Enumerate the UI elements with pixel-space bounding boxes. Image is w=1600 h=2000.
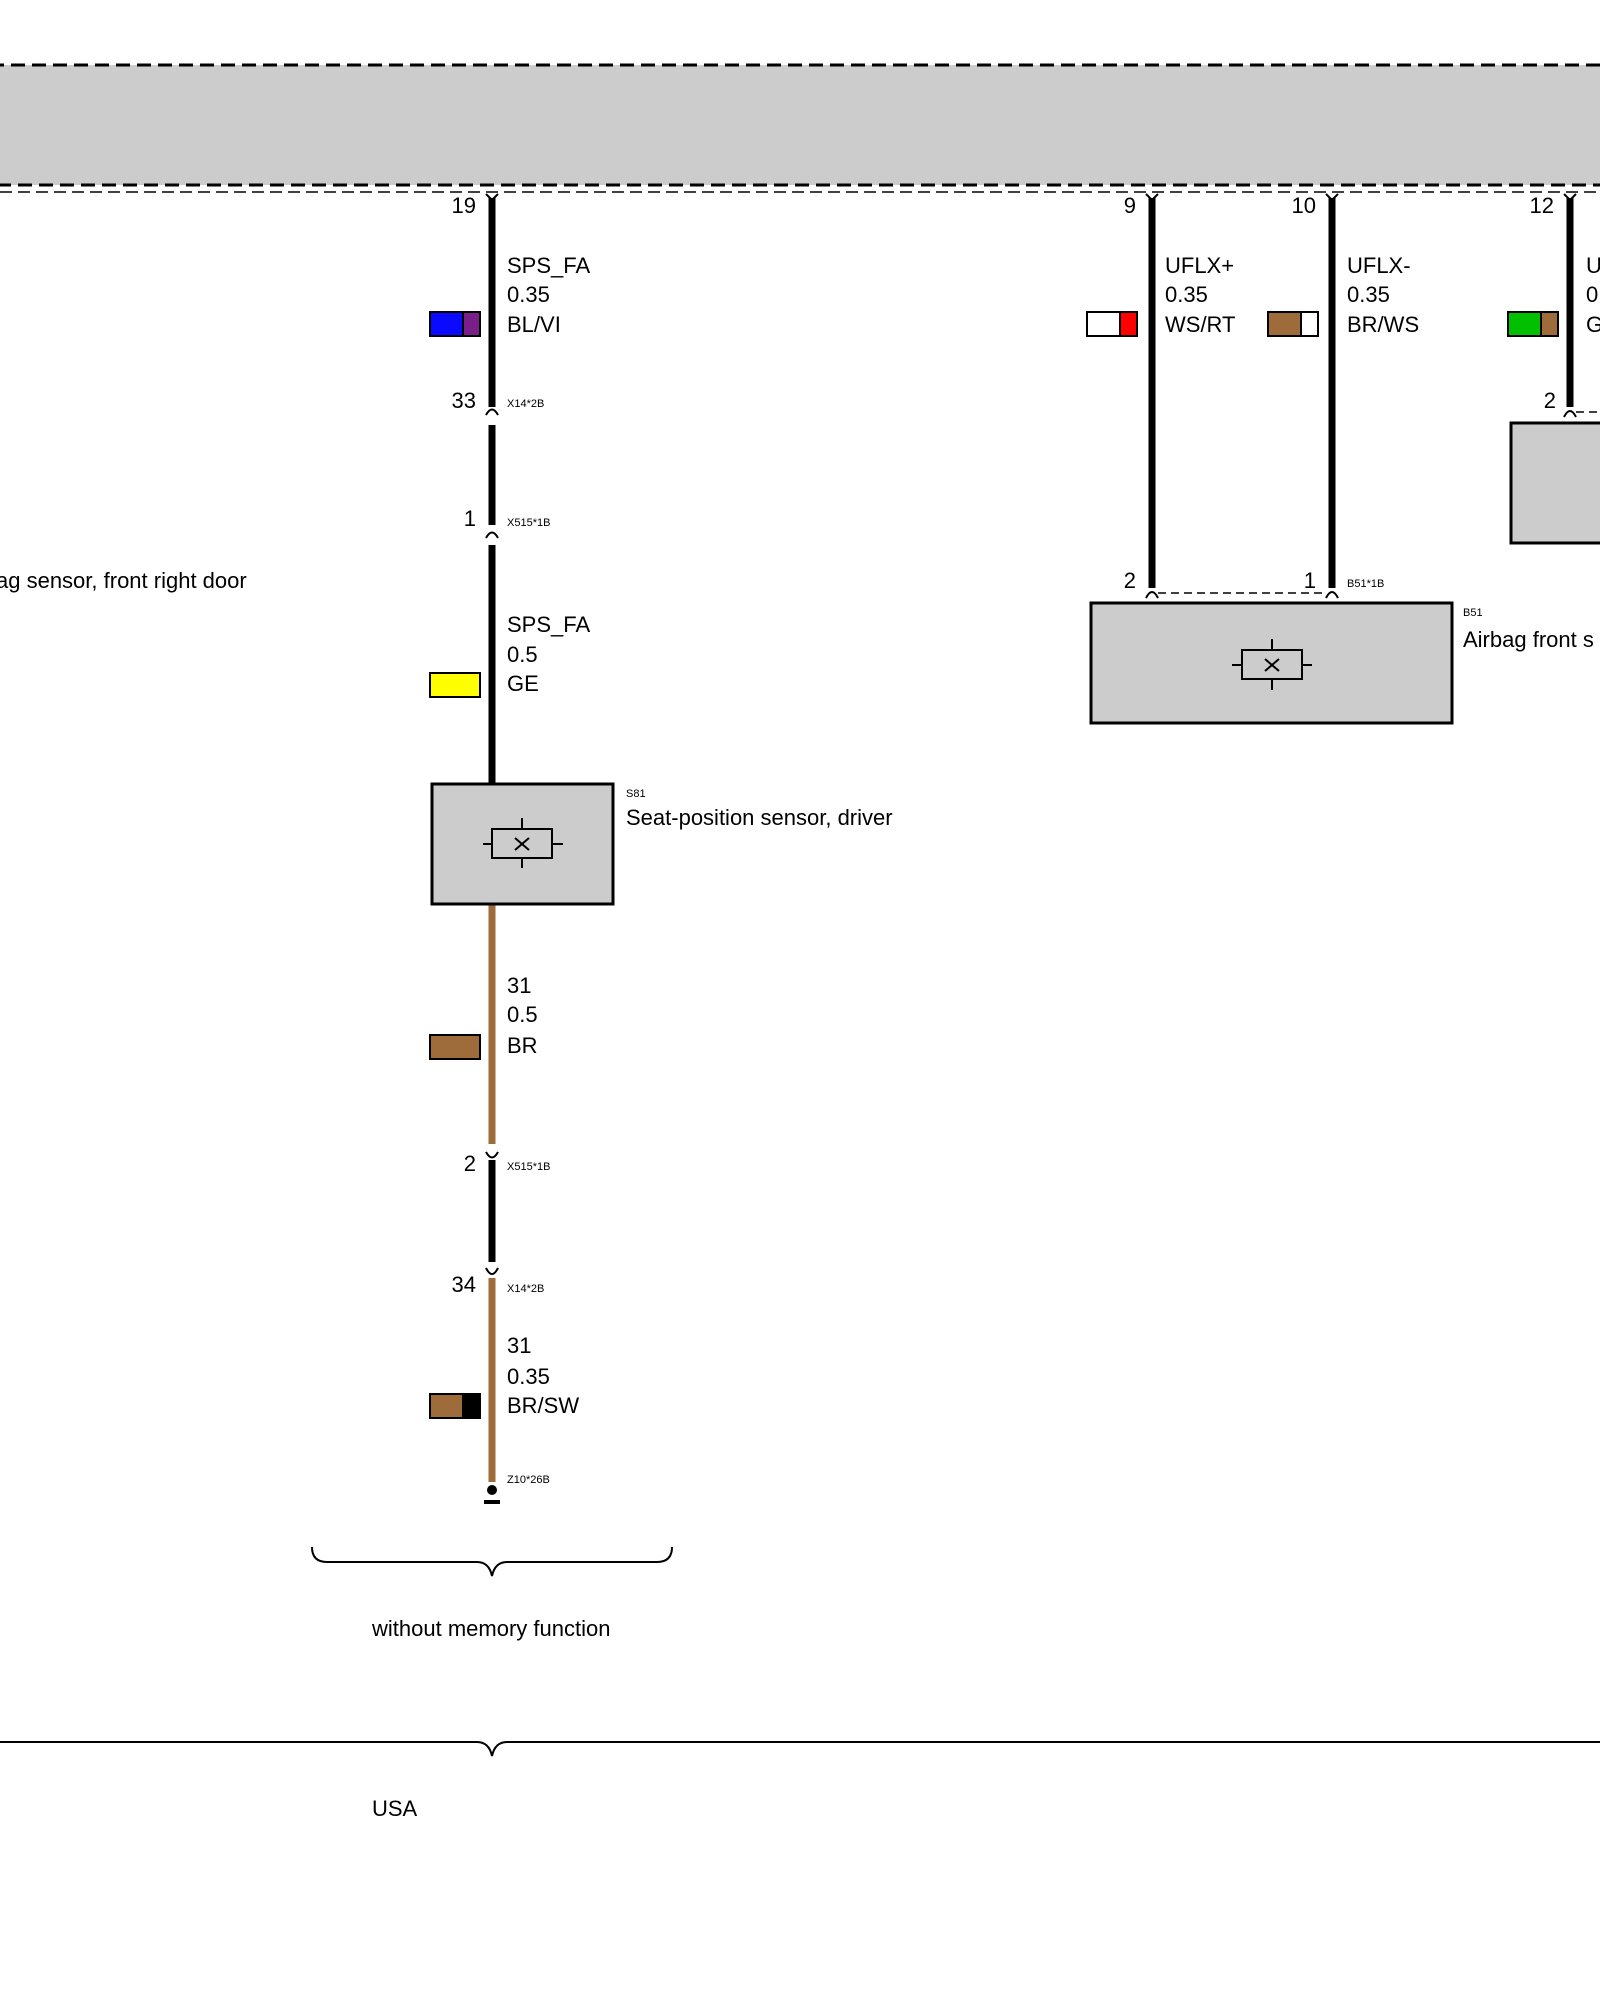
pin-marker: [1325, 193, 1339, 202]
sensor-icon: [483, 818, 563, 868]
left-component-label: ag sensor, front right door: [0, 568, 247, 593]
swatch-part-gn: [1507, 311, 1542, 337]
wire-gauge: 0.35: [507, 1364, 550, 1389]
connector-symbol: [485, 1267, 499, 1275]
pin-marker: [1145, 193, 1159, 202]
color-swatch: [429, 311, 481, 337]
sensor-body: [1089, 601, 1454, 725]
color-swatch: [429, 1034, 481, 1060]
color-swatch: [1267, 311, 1319, 337]
connector-label: X14*2B: [507, 398, 544, 410]
brace-shape: [0, 1741, 1600, 1757]
wire-color-code: BL/VI: [507, 312, 561, 337]
connector-symbol: [1563, 410, 1577, 418]
wire-gauge: 0.35: [507, 282, 550, 307]
wire-gauge: 0.5: [507, 642, 538, 667]
swatch-part-br: [1267, 311, 1302, 337]
connector-pin: 33: [452, 388, 476, 413]
sensor-icon: [1232, 639, 1312, 690]
column-right-partial: 12 U 0 G 2: [1507, 193, 1600, 545]
connector-pin: 1: [464, 506, 476, 531]
connector-pin: 2: [1544, 388, 1556, 413]
wire-gauge: 0: [1586, 282, 1598, 307]
swatch-part-rt: [1119, 311, 1138, 337]
wire-color-code: WS/RT: [1165, 312, 1235, 337]
component-code: B51: [1463, 607, 1483, 619]
region-brace: USA: [0, 1741, 1600, 1821]
memory-note: without memory function: [371, 1616, 610, 1641]
connector-label: X14*2B: [507, 1283, 544, 1295]
wire-color-code: BR: [507, 1033, 538, 1058]
seat-position-sensor: S81 Seat-position sensor, driver: [430, 782, 893, 906]
connector-symbol: [1145, 591, 1159, 599]
color-swatch: [1086, 311, 1138, 337]
connector-label: B51*1B: [1347, 578, 1384, 590]
component-name: Airbag front s: [1463, 627, 1594, 652]
wire-color-code: GE: [507, 671, 539, 696]
memory-brace: without memory function: [311, 1546, 673, 1641]
column-uflx-plus: 9 UFLX+ 0.35 WS/RT 2: [1086, 193, 1235, 599]
pin-marker: [1563, 193, 1577, 202]
region-note: USA: [372, 1796, 418, 1821]
connector-label: X515*1B: [507, 517, 550, 529]
swatch-part-vi: [462, 311, 481, 337]
wire-gauge: 0.35: [1165, 282, 1208, 307]
pin-number: 19: [452, 193, 476, 218]
connector-pin: 1: [1304, 568, 1316, 593]
wire-color-code: BR/WS: [1347, 312, 1419, 337]
swatch-part-ws: [1300, 311, 1319, 337]
pin-number: 12: [1530, 193, 1554, 218]
swatch-part-ws: [1086, 311, 1121, 337]
wire-name: UFLX-: [1347, 253, 1411, 278]
control-unit-body: [0, 63, 1600, 187]
connector-pin: 2: [464, 1151, 476, 1176]
color-swatch: [1507, 311, 1559, 337]
wire-gauge: 0.35: [1347, 282, 1390, 307]
color-swatch: [429, 1393, 481, 1419]
column-sps-fa: 19 SPS_FA 0.35 BL/VI 33 X14*2B 1 X515*1B…: [0, 193, 893, 1504]
wire-name: 31: [507, 973, 531, 998]
pin-marker: [485, 193, 499, 202]
connector-symbol: [1325, 591, 1339, 599]
airbag-sensor: B51 Airbag front s: [1089, 601, 1594, 725]
wire-name: U: [1586, 253, 1600, 278]
ground-label: Z10*26B: [507, 1474, 550, 1486]
wire-color-code: BR/SW: [507, 1393, 579, 1418]
component-name: Seat-position sensor, driver: [626, 805, 893, 830]
connector-symbol: [485, 531, 499, 539]
swatch-part-br: [1540, 311, 1559, 337]
connector-pin: 34: [452, 1272, 476, 1297]
connector-pin: 2: [1124, 568, 1136, 593]
component-code: S81: [626, 788, 646, 800]
wire-name: UFLX+: [1165, 253, 1234, 278]
swatch-part-br: [429, 1393, 464, 1419]
ground-point: [484, 1485, 500, 1504]
pin-number: 9: [1124, 193, 1136, 218]
swatch-part-sw: [462, 1393, 481, 1419]
connector-symbol: [485, 1151, 499, 1159]
control-unit-top: [0, 63, 1600, 193]
wire-name: SPS_FA: [507, 253, 590, 278]
wire-gauge: 0.5: [507, 1002, 538, 1027]
color-swatch: [429, 672, 481, 698]
wire-color-code: G: [1586, 312, 1600, 337]
brace-shape: [311, 1546, 673, 1577]
connector-label: X515*1B: [507, 1161, 550, 1173]
wire-name: SPS_FA: [507, 612, 590, 637]
column-uflx-minus: 10 UFLX- 0.35 BR/WS 1 B51*1B: [1267, 193, 1419, 599]
wire-name: 31: [507, 1333, 531, 1358]
pin-number: 10: [1292, 193, 1316, 218]
swatch-part-bl: [429, 311, 464, 337]
connector-symbol: [485, 408, 499, 416]
component-body-partial: [1509, 421, 1600, 545]
